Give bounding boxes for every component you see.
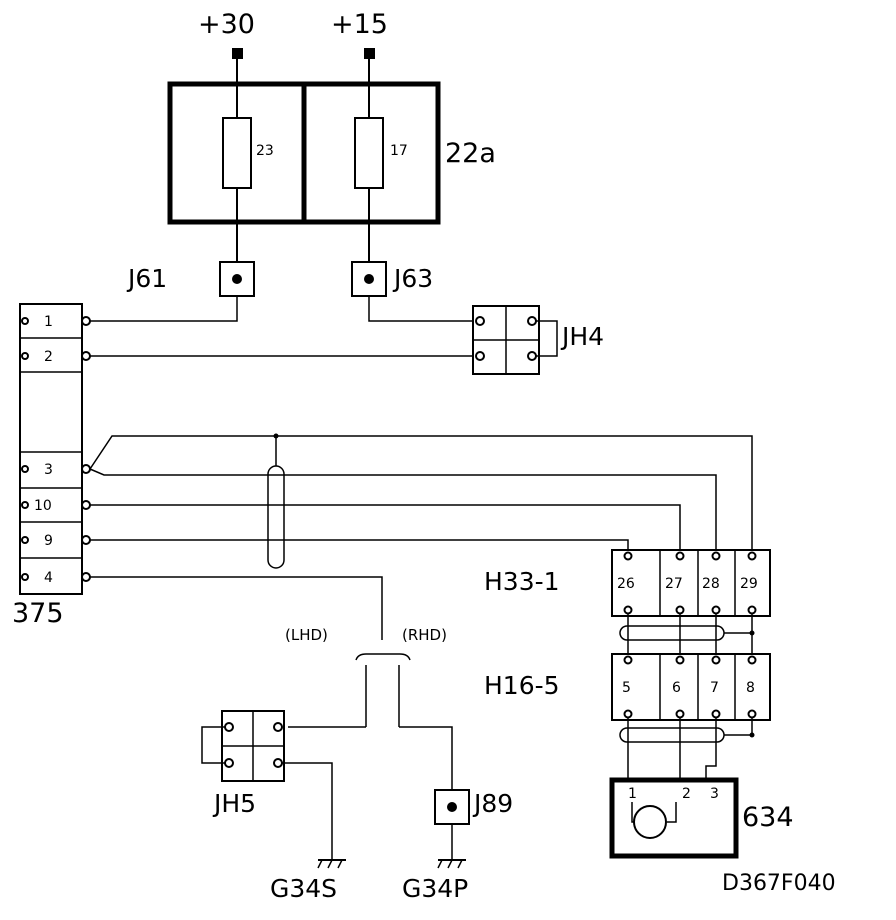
supply-plus15-label: +15: [331, 9, 388, 40]
connector-h16-5: [611, 653, 771, 721]
connector-375-pin-2: 2: [44, 349, 53, 365]
component-634-pin-3: 3: [710, 786, 719, 802]
supply-plus30-label: +30: [198, 9, 255, 40]
ground-g34p-label: G34P: [402, 874, 468, 903]
ground-g34s-label: G34S: [270, 874, 337, 903]
connector-h33-pin-26: 26: [617, 576, 635, 592]
component-634-pin-1: 1: [628, 786, 637, 802]
connector-jh5-label: JH5: [212, 789, 256, 818]
connector-jh4-label: JH4: [560, 322, 604, 351]
connector-375-pin-1: 1: [44, 314, 53, 330]
fuse-23-label: 23: [256, 143, 274, 159]
connector-h33-1: [611, 549, 771, 617]
connector-h16-pin-6: 6: [672, 680, 681, 696]
connector-h33-pin-28: 28: [702, 576, 720, 592]
terminal-plus30: [232, 48, 243, 59]
option-lhd-label: (LHD): [285, 626, 328, 644]
connector-375-pin-10: 10: [34, 498, 52, 514]
connector-h16-pin-7: 7: [710, 680, 719, 696]
component-634-label: 634: [742, 802, 794, 833]
fuse-17: [354, 117, 384, 189]
connector-h16-5-label: H16-5: [484, 671, 560, 700]
connector-h33-pin-27: 27: [665, 576, 683, 592]
connector-375-label: 375: [12, 598, 64, 629]
junction-j61-label: J61: [126, 264, 167, 293]
component-634: [609, 777, 739, 859]
connector-375-pin-3: 3: [44, 462, 53, 478]
component-634-pin-2: 2: [682, 786, 691, 802]
junction-j63-label: J63: [392, 264, 433, 293]
terminal-plus15: [364, 48, 375, 59]
fuse-box: [167, 59, 441, 262]
junction-j89-label: J89: [472, 789, 513, 818]
connector-h16-pin-5: 5: [622, 680, 631, 696]
connector-h33-pin-29: 29: [740, 576, 758, 592]
ground-g34p-icon: [437, 859, 466, 869]
connector-jh4: [472, 305, 558, 375]
fuse-23: [222, 117, 252, 189]
connector-jh5: [201, 710, 285, 782]
motor-icon: [633, 805, 667, 839]
ground-g34s-icon: [317, 859, 346, 869]
connector-375: [19, 303, 91, 595]
connector-h16-pin-8: 8: [746, 680, 755, 696]
fuse-box-label: 22a: [445, 138, 496, 169]
connector-375-pin-9: 9: [44, 533, 53, 549]
fuse-17-label: 17: [390, 143, 408, 159]
connector-375-pin-4: 4: [44, 570, 53, 586]
figure-id: D367F040: [722, 871, 836, 896]
option-rhd-label: (RHD): [402, 626, 447, 644]
connector-h33-1-label: H33-1: [484, 567, 560, 596]
